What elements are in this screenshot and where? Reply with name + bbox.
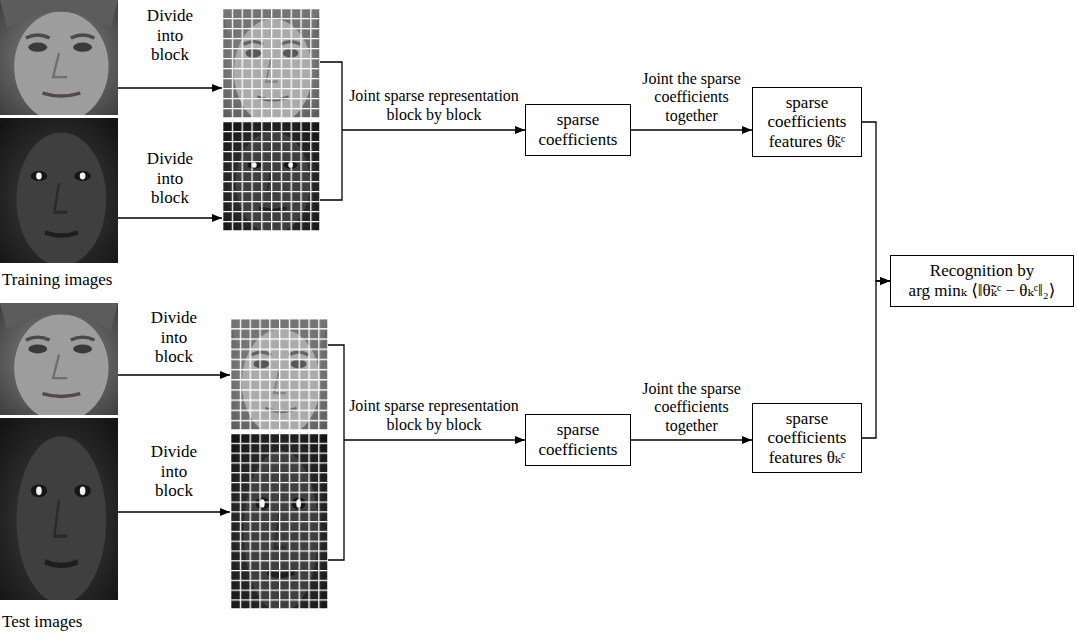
divide-arrow <box>118 217 222 218</box>
block-grid-border <box>230 318 328 430</box>
process-box: sparse coefficients <box>525 414 631 465</box>
divide-label: Divide into block <box>144 442 204 501</box>
divide-label: Divide into block <box>140 149 200 208</box>
group-label: Test images <box>2 612 152 632</box>
block-grid <box>230 318 328 430</box>
divide-label: Divide into block <box>144 308 204 367</box>
box-text: sparse coefficients <box>530 110 626 149</box>
process-box: sparse coefficients features θ̃ₖᶜ <box>752 87 862 158</box>
step-label: Joint sparse representation block by blo… <box>346 397 522 434</box>
training-face-photo <box>0 0 118 122</box>
block-grid-image <box>230 318 328 437</box>
edge-label: Joint the sparse coefficients together <box>634 70 749 125</box>
step-label: Joint sparse representation block by blo… <box>345 87 523 124</box>
process-box: sparse coefficients features θₖᶜ <box>752 403 862 474</box>
block-grid <box>230 433 328 609</box>
test-face-photo <box>0 303 118 422</box>
connector-arrow <box>862 281 890 438</box>
merge-bracket <box>328 345 344 560</box>
box-text: Recognition by <box>930 261 1034 281</box>
training-face-photo <box>0 118 118 266</box>
representation-arrow <box>342 129 525 130</box>
process-box: sparse coefficients <box>525 104 631 155</box>
block-grid <box>222 121 320 231</box>
block-grid-image <box>230 433 328 613</box>
block-grid-image <box>222 8 320 125</box>
formula-text: arg minₖ ⟨‖θ̃ₖᶜ − θₖᶜ‖₂⟩ <box>909 281 1056 301</box>
divide-arrow <box>118 511 230 512</box>
block-grid-border <box>230 433 328 609</box>
box-text: sparse coefficients features θₖᶜ <box>757 409 857 468</box>
connector-arrow <box>862 122 890 281</box>
group-label: Training images <box>2 270 152 290</box>
connector-arrow <box>631 439 752 440</box>
edge-label: Joint the sparse coefficients together <box>634 380 749 435</box>
block-grid-border <box>222 8 320 118</box>
divide-arrow <box>118 87 222 88</box>
result-box: Recognition byarg minₖ ⟨‖θ̃ₖᶜ − θₖᶜ‖₂⟩ <box>890 255 1074 306</box>
block-grid <box>222 8 320 118</box>
divide-arrow <box>118 374 230 375</box>
block-grid-image <box>222 121 320 233</box>
representation-arrow <box>344 439 525 440</box>
box-text: sparse coefficients <box>530 420 626 459</box>
merge-bracket <box>320 62 342 200</box>
block-grid-border <box>222 121 320 231</box>
test-face-photo <box>0 418 118 604</box>
divide-label: Divide into block <box>140 6 200 65</box>
connector-arrow <box>631 129 752 130</box>
box-text: sparse coefficients features θ̃ₖᶜ <box>757 93 857 152</box>
